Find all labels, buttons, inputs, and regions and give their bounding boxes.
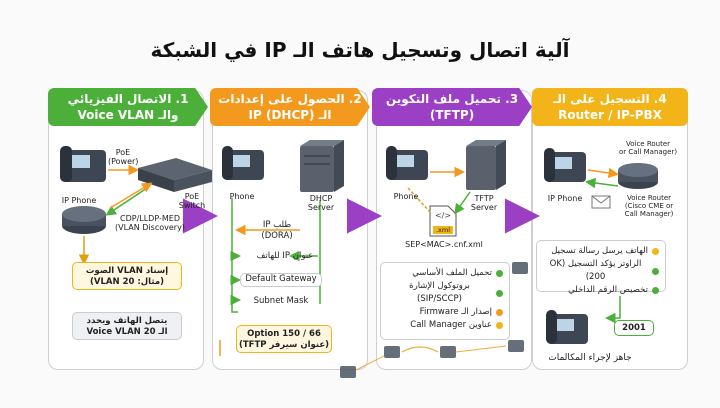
- step1-title-line1: 1. الاتصال الفيزيائي: [67, 92, 189, 106]
- step1-title-line2: والـ Voice VLAN: [77, 108, 179, 122]
- register-bullets-box: الهاتف يرسل رسالة تسجيل الراوتر يؤكد الت…: [536, 240, 666, 295]
- background-phone-icon: [340, 262, 528, 378]
- tftp-bullet-4: عناوين Call Manager: [387, 319, 503, 332]
- ip-phone-label: IP Phone: [61, 196, 97, 205]
- tftp-bullet-3: إصدار الـ Firmware: [387, 306, 503, 319]
- tftp-bullet-1: تحميل الملف الأساسي: [387, 267, 503, 280]
- yellow-dot-icon: [652, 248, 659, 255]
- dhcp-server-label: DHCP Server: [307, 194, 335, 212]
- dhcp-gateway-box: Default Gateway: [240, 273, 322, 287]
- extension-badge: 2001: [614, 320, 654, 336]
- phone-icon: [222, 146, 264, 180]
- step3-title-line2: (TFTP): [429, 108, 475, 122]
- phone-icon: [386, 146, 428, 180]
- phone-label: Phone: [229, 192, 255, 201]
- poe-label: PoE (Power): [108, 148, 139, 166]
- dhcp-ip-label: عنوان IP للهاتف: [256, 251, 314, 261]
- result-box: يتصل الهاتف ويحدد الـ Voice VLAN 20: [72, 312, 182, 340]
- green-dot-icon: [496, 270, 503, 277]
- tftp-bullet-2: بروتوكول الإشارة (SIP/SCCP): [387, 280, 503, 306]
- ready-label: جاهز لإجراء المكالمات: [548, 353, 632, 363]
- envelope-icon: [591, 195, 611, 209]
- step4-header: 4. التسجيل على الـ Router / IP-PBX: [532, 88, 688, 126]
- tftp-server-label: TFTP Server: [470, 194, 498, 212]
- orange-dot-icon: [496, 309, 503, 316]
- step4-title-line1: 4. التسجيل على الـ: [553, 92, 667, 106]
- yellow-dot-icon: [496, 322, 503, 329]
- step2-header: 2. الحصول على إعدادات الـ IP (DHCP): [210, 88, 370, 126]
- green-dot-icon: [652, 287, 659, 294]
- register-bullet-2: الراوتر يؤكد التسجيل (OK 200): [543, 258, 659, 284]
- server-icon: [466, 140, 506, 190]
- register-bullet-3: تخصيص الرقم الداخلي: [543, 284, 659, 297]
- step3-header: 3. تحميل ملف التكوين (TFTP): [372, 88, 532, 126]
- dhcp-subnet-label: Subnet Mask: [253, 296, 309, 306]
- config-file-label: SEP<MAC>.cnf.xml: [405, 240, 483, 249]
- page-title: آلية اتصال وتسجيل هاتف الـ IP في الشبكة: [150, 38, 570, 62]
- step2-title-line1: 2. الحصول على إعدادات: [218, 92, 362, 106]
- register-bullet-1: الهاتف يرسل رسالة تسجيل: [543, 245, 659, 258]
- file-ext-label: .xml: [435, 226, 451, 234]
- option150-box: Option 150 / 66 (عنوان سيرفر TFTP): [236, 325, 332, 353]
- step3-title-line1: 3. تحميل ملف التكوين: [385, 92, 519, 106]
- step1-header: 1. الاتصال الفيزيائي والـ Voice VLAN: [48, 88, 208, 126]
- green-dot-icon: [652, 267, 659, 275]
- cdp-label: CDP/LLDP-MED (VLAN Discovery): [115, 214, 185, 232]
- switch-label: PoE Switch: [178, 192, 206, 210]
- voice-vlan-box: إسناد VLAN الصوت (مثال: 20 VLAN): [72, 262, 182, 290]
- file-icon: </>: [429, 205, 457, 237]
- switch-icon: [138, 158, 212, 192]
- phone-icon: [546, 310, 588, 344]
- router-icon: [62, 206, 106, 234]
- dhcp-dora-label: طلب IP (DORA): [261, 220, 293, 241]
- tftp-bullets-box: تحميل الملف الأساسي بروتوكول الإشارة (SI…: [380, 262, 510, 340]
- step2-title-line2: الـ IP (DHCP): [248, 108, 332, 122]
- ip-phone-label: IP Phone: [547, 194, 583, 203]
- server-icon: [300, 140, 344, 192]
- router-icon: [618, 163, 658, 189]
- phone-icon: [544, 148, 586, 182]
- step4-title-line2: Router / IP-PBX: [558, 108, 662, 122]
- router-bottom-label: Voice Router (Cisco CME or Call Manager): [624, 194, 674, 218]
- green-dot-icon: [496, 289, 503, 297]
- phone-label: Phone: [393, 192, 419, 201]
- phone-icon: [60, 146, 106, 182]
- svg-text:</>: </>: [435, 211, 451, 220]
- router-top-label: Voice Router or Call Manager): [618, 140, 678, 156]
